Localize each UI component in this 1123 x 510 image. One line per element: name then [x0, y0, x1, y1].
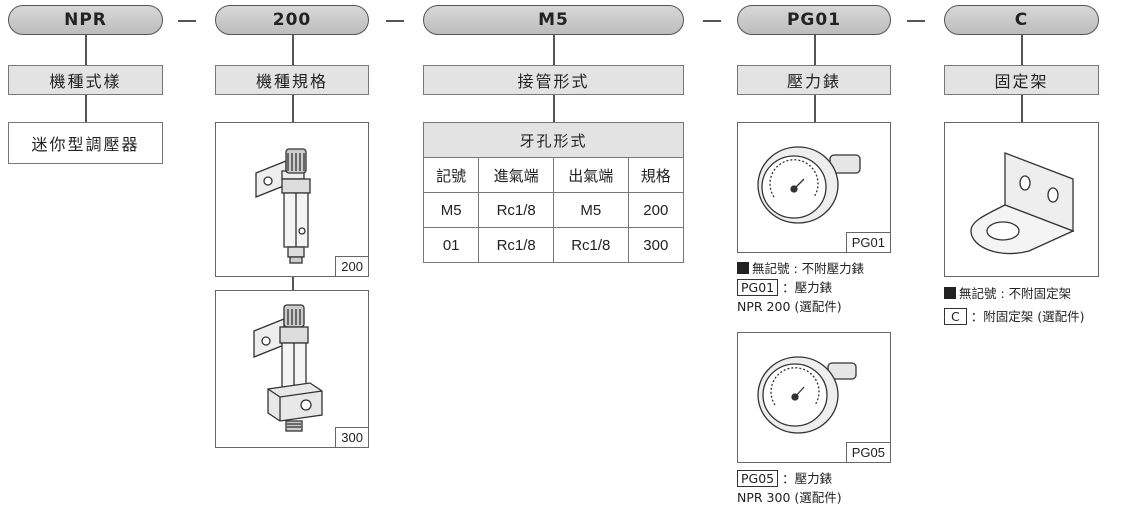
connector-line — [553, 35, 555, 65]
note-text: 無記號 : 不附固定架 — [959, 286, 1072, 301]
regulator-300-image: 300 — [215, 290, 369, 448]
connector-line — [553, 95, 555, 122]
code-npr: NPR — [64, 10, 107, 30]
code-pill-200: 200 — [215, 5, 369, 35]
connector-line — [814, 35, 816, 65]
separator-dash — [386, 20, 404, 22]
code-box: C — [944, 308, 967, 325]
table-cell: 01 — [422, 227, 480, 263]
table-header: 規格 — [627, 157, 685, 193]
code-200: 200 — [272, 10, 312, 30]
table-cell: M5 — [552, 192, 629, 228]
tag-pg01: PG01 — [845, 232, 890, 252]
code-m5: M5 — [538, 10, 569, 30]
connector-line — [292, 95, 294, 122]
note-pg01-model: NPR 200 (選配件) — [737, 299, 842, 314]
black-square-icon — [737, 262, 749, 274]
tag-200: 200 — [335, 256, 368, 276]
code-pill-pg01: PG01 — [737, 5, 891, 35]
note-text: ：附固定架 (選配件) — [970, 309, 1085, 324]
code-pill-m5: M5 — [423, 5, 684, 35]
connector-line — [292, 35, 294, 65]
black-square-icon — [944, 287, 956, 299]
thread-type-table: 牙孔形式 記號 進氣端 出氣端 規格 M5 Rc1/8 M5 200 01 Rc… — [422, 122, 685, 263]
label-text: 機種式樣 — [49, 72, 122, 91]
note-pg01: PG01 ：壓力錶 — [737, 278, 864, 297]
note-pg05: PG05 ：壓力錶 — [737, 469, 842, 488]
connector-line — [814, 95, 816, 122]
note-text: 無記號 : 不附壓力錶 — [752, 261, 865, 276]
code-c: C — [1014, 10, 1029, 30]
code-box: PG01 — [737, 279, 779, 296]
table-header: 出氣端 — [552, 157, 629, 193]
note-pg05-model: NPR 300 (選配件) — [737, 490, 842, 505]
connector-line — [85, 95, 87, 122]
connector-line — [292, 277, 294, 290]
table-cell: Rc1/8 — [552, 227, 629, 263]
code-box: PG05 — [737, 470, 779, 487]
table-cell: Rc1/8 — [478, 227, 554, 263]
table-header-row: 記號 進氣端 出氣端 規格 — [422, 157, 685, 193]
separator-dash — [907, 20, 925, 22]
tag-300: 300 — [335, 427, 368, 447]
mounting-bracket-drawing — [970, 152, 1075, 255]
code-pill-npr: NPR — [8, 5, 163, 35]
value-text: 迷你型調壓器 — [31, 135, 140, 154]
code-pill-c: C — [944, 5, 1099, 35]
gauge-pg01-image: PG01 — [737, 122, 891, 253]
label-port-type: 接管形式 — [423, 65, 684, 95]
code-pg01: PG01 — [786, 10, 842, 30]
connector-line — [85, 35, 87, 65]
label-model-spec: 機種規格 — [215, 65, 369, 95]
connector-line — [1021, 95, 1023, 122]
table-cell: 200 — [627, 192, 685, 228]
note-c: C ：附固定架 (選配件) — [944, 307, 1084, 326]
label-text: 機種規格 — [255, 72, 328, 91]
note-text: ：壓力錶 — [782, 471, 833, 486]
tag-pg05: PG05 — [845, 442, 890, 462]
bracket-image — [944, 122, 1099, 277]
table-row: 01 Rc1/8 Rc1/8 300 — [422, 227, 685, 263]
note-no-bracket: 無記號 : 不附固定架 — [944, 284, 1084, 303]
pressure-gauge-drawing — [757, 356, 857, 434]
note-text: ：壓力錶 — [782, 280, 833, 295]
label-text: 固定架 — [994, 72, 1049, 91]
connector-line — [1021, 35, 1023, 65]
table-cell: Rc1/8 — [478, 192, 554, 228]
table-cell: 300 — [627, 227, 685, 263]
label-text: 壓力錶 — [786, 72, 841, 91]
table-header: 記號 — [422, 157, 480, 193]
table-header: 進氣端 — [478, 157, 554, 193]
label-model-type: 機種式樣 — [8, 65, 163, 95]
label-bracket: 固定架 — [944, 65, 1099, 95]
value-mini-regulator: 迷你型調壓器 — [8, 122, 163, 164]
regulator-200-image: 200 — [215, 122, 369, 277]
table-row: M5 Rc1/8 M5 200 — [422, 192, 685, 228]
gauge-pg05-image: PG05 — [737, 332, 891, 463]
label-gauge: 壓力錶 — [737, 65, 891, 95]
pressure-gauge-drawing — [757, 146, 861, 224]
table-title: 牙孔形式 — [423, 122, 684, 158]
regulator-300-drawing — [253, 304, 323, 432]
gauge-notes-top: 無記號 : 不附壓力錶 PG01 ：壓力錶 NPR 200 (選配件) — [737, 259, 864, 316]
bracket-notes: 無記號 : 不附固定架 C ：附固定架 (選配件) — [944, 284, 1084, 326]
gauge-notes-bottom: PG05 ：壓力錶 NPR 300 (選配件) — [737, 469, 842, 507]
separator-dash — [703, 20, 721, 22]
note-no-gauge: 無記號 : 不附壓力錶 — [737, 259, 864, 278]
separator-dash — [178, 20, 196, 22]
table-cell: M5 — [422, 192, 480, 228]
regulator-200-drawing — [255, 148, 311, 264]
label-text: 接管形式 — [517, 72, 590, 91]
